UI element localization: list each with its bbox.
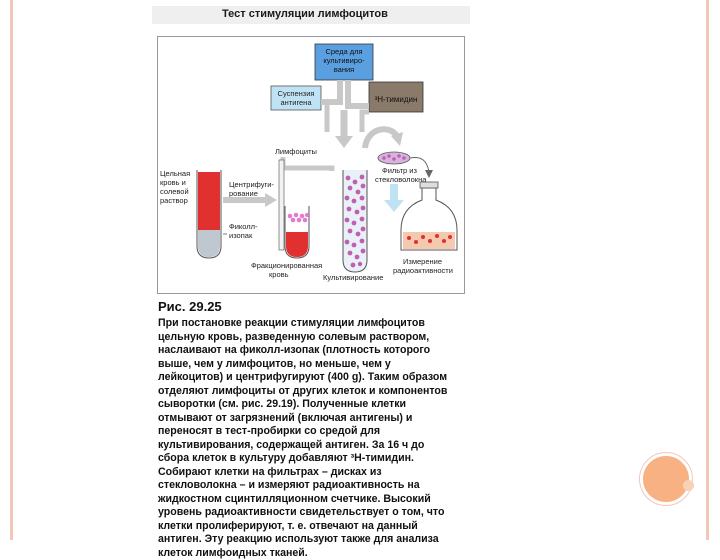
figure-title: Тест стимуляции лимфоцитов: [222, 8, 388, 20]
arrow-filter-to-counter-head: [425, 170, 433, 178]
slide-frame-left: [10, 0, 13, 540]
thymidine-box: [368, 81, 424, 113]
measure-label-1: Измерение: [403, 257, 442, 266]
arrow-medium-head: [335, 136, 353, 148]
figure-number: Рис. 29.25: [158, 299, 222, 314]
antigen-label-1: Суспензия: [278, 89, 315, 98]
blue-arrow-head: [384, 200, 404, 212]
arrow-thymidine-down: [359, 109, 369, 132]
centrifugation-label-2: рование: [229, 189, 258, 198]
thymidine-label: ³Н-тимидин: [375, 95, 418, 104]
ficoll-layer-tube1: [198, 230, 220, 257]
fractionated-label-1: Фракционированная: [251, 261, 322, 270]
whole-blood-label-3: солевой: [160, 187, 189, 196]
lymphocytes-label: Лимфоциты: [275, 147, 317, 156]
antigen-box: [270, 85, 322, 111]
filter-cells: [382, 154, 406, 161]
decorative-circle-large: [640, 453, 692, 505]
arrow-centrifugation-head: [265, 193, 277, 207]
whole-blood-label-1: Цельная: [160, 169, 190, 178]
ficoll-label-1: Фиколл-: [229, 222, 258, 231]
title-band: [152, 6, 470, 24]
centrifugation-label-1: Центрифуги-: [229, 180, 274, 189]
fractionated-red-layer: [286, 232, 308, 257]
medium-label-2: культивиро-: [323, 56, 365, 65]
caption-text: При постановке реакции стимуляции лимфоц…: [158, 317, 448, 559]
fractionated-label-2: кровь: [269, 270, 289, 279]
medium-label-3: вания: [334, 65, 354, 74]
medium-box: [314, 43, 374, 81]
vial-cap: [419, 181, 439, 189]
whole-blood-label-2: кровь и: [160, 178, 186, 187]
blue-arrow-body: [390, 184, 398, 200]
cultured-cells: [344, 174, 366, 268]
vial-radioactive-dots: [407, 234, 452, 244]
ficoll-label-2: изопак: [229, 231, 253, 240]
lymphocyte-test-diagram: Среда для культивиро- вания Суспензия ан…: [157, 36, 465, 294]
lymphocyte-band: [287, 212, 309, 223]
decorative-circle-small: [683, 480, 694, 491]
arrow-filter-to-counter: [409, 157, 430, 173]
arrow-medium-to-thymidine: [345, 80, 369, 109]
pipette: [278, 159, 285, 251]
arrow-antigen-down: [321, 99, 330, 132]
medium-label-1: Среда для: [325, 47, 362, 56]
whole-blood-label-4: раствор: [160, 196, 188, 205]
measure-label-2: радиоактивности: [393, 266, 453, 275]
whole-blood-layer: [198, 172, 220, 230]
figure-caption: При постановке реакции стимуляции лимфоц…: [158, 317, 458, 560]
cultivation-label: Культивирование: [323, 273, 383, 282]
arrow-to-filter-head: [391, 132, 403, 146]
filter-label-1: Фильтр из: [382, 166, 417, 175]
antigen-label-2: антигена: [281, 98, 313, 107]
slide-frame-right: [706, 0, 709, 540]
scanned-figure: Тест стимуляции лимфоцитов Среда для кул…: [152, 0, 470, 559]
filter-label-2: стекловолокна: [375, 175, 427, 184]
arrow-to-filter: [362, 126, 400, 149]
